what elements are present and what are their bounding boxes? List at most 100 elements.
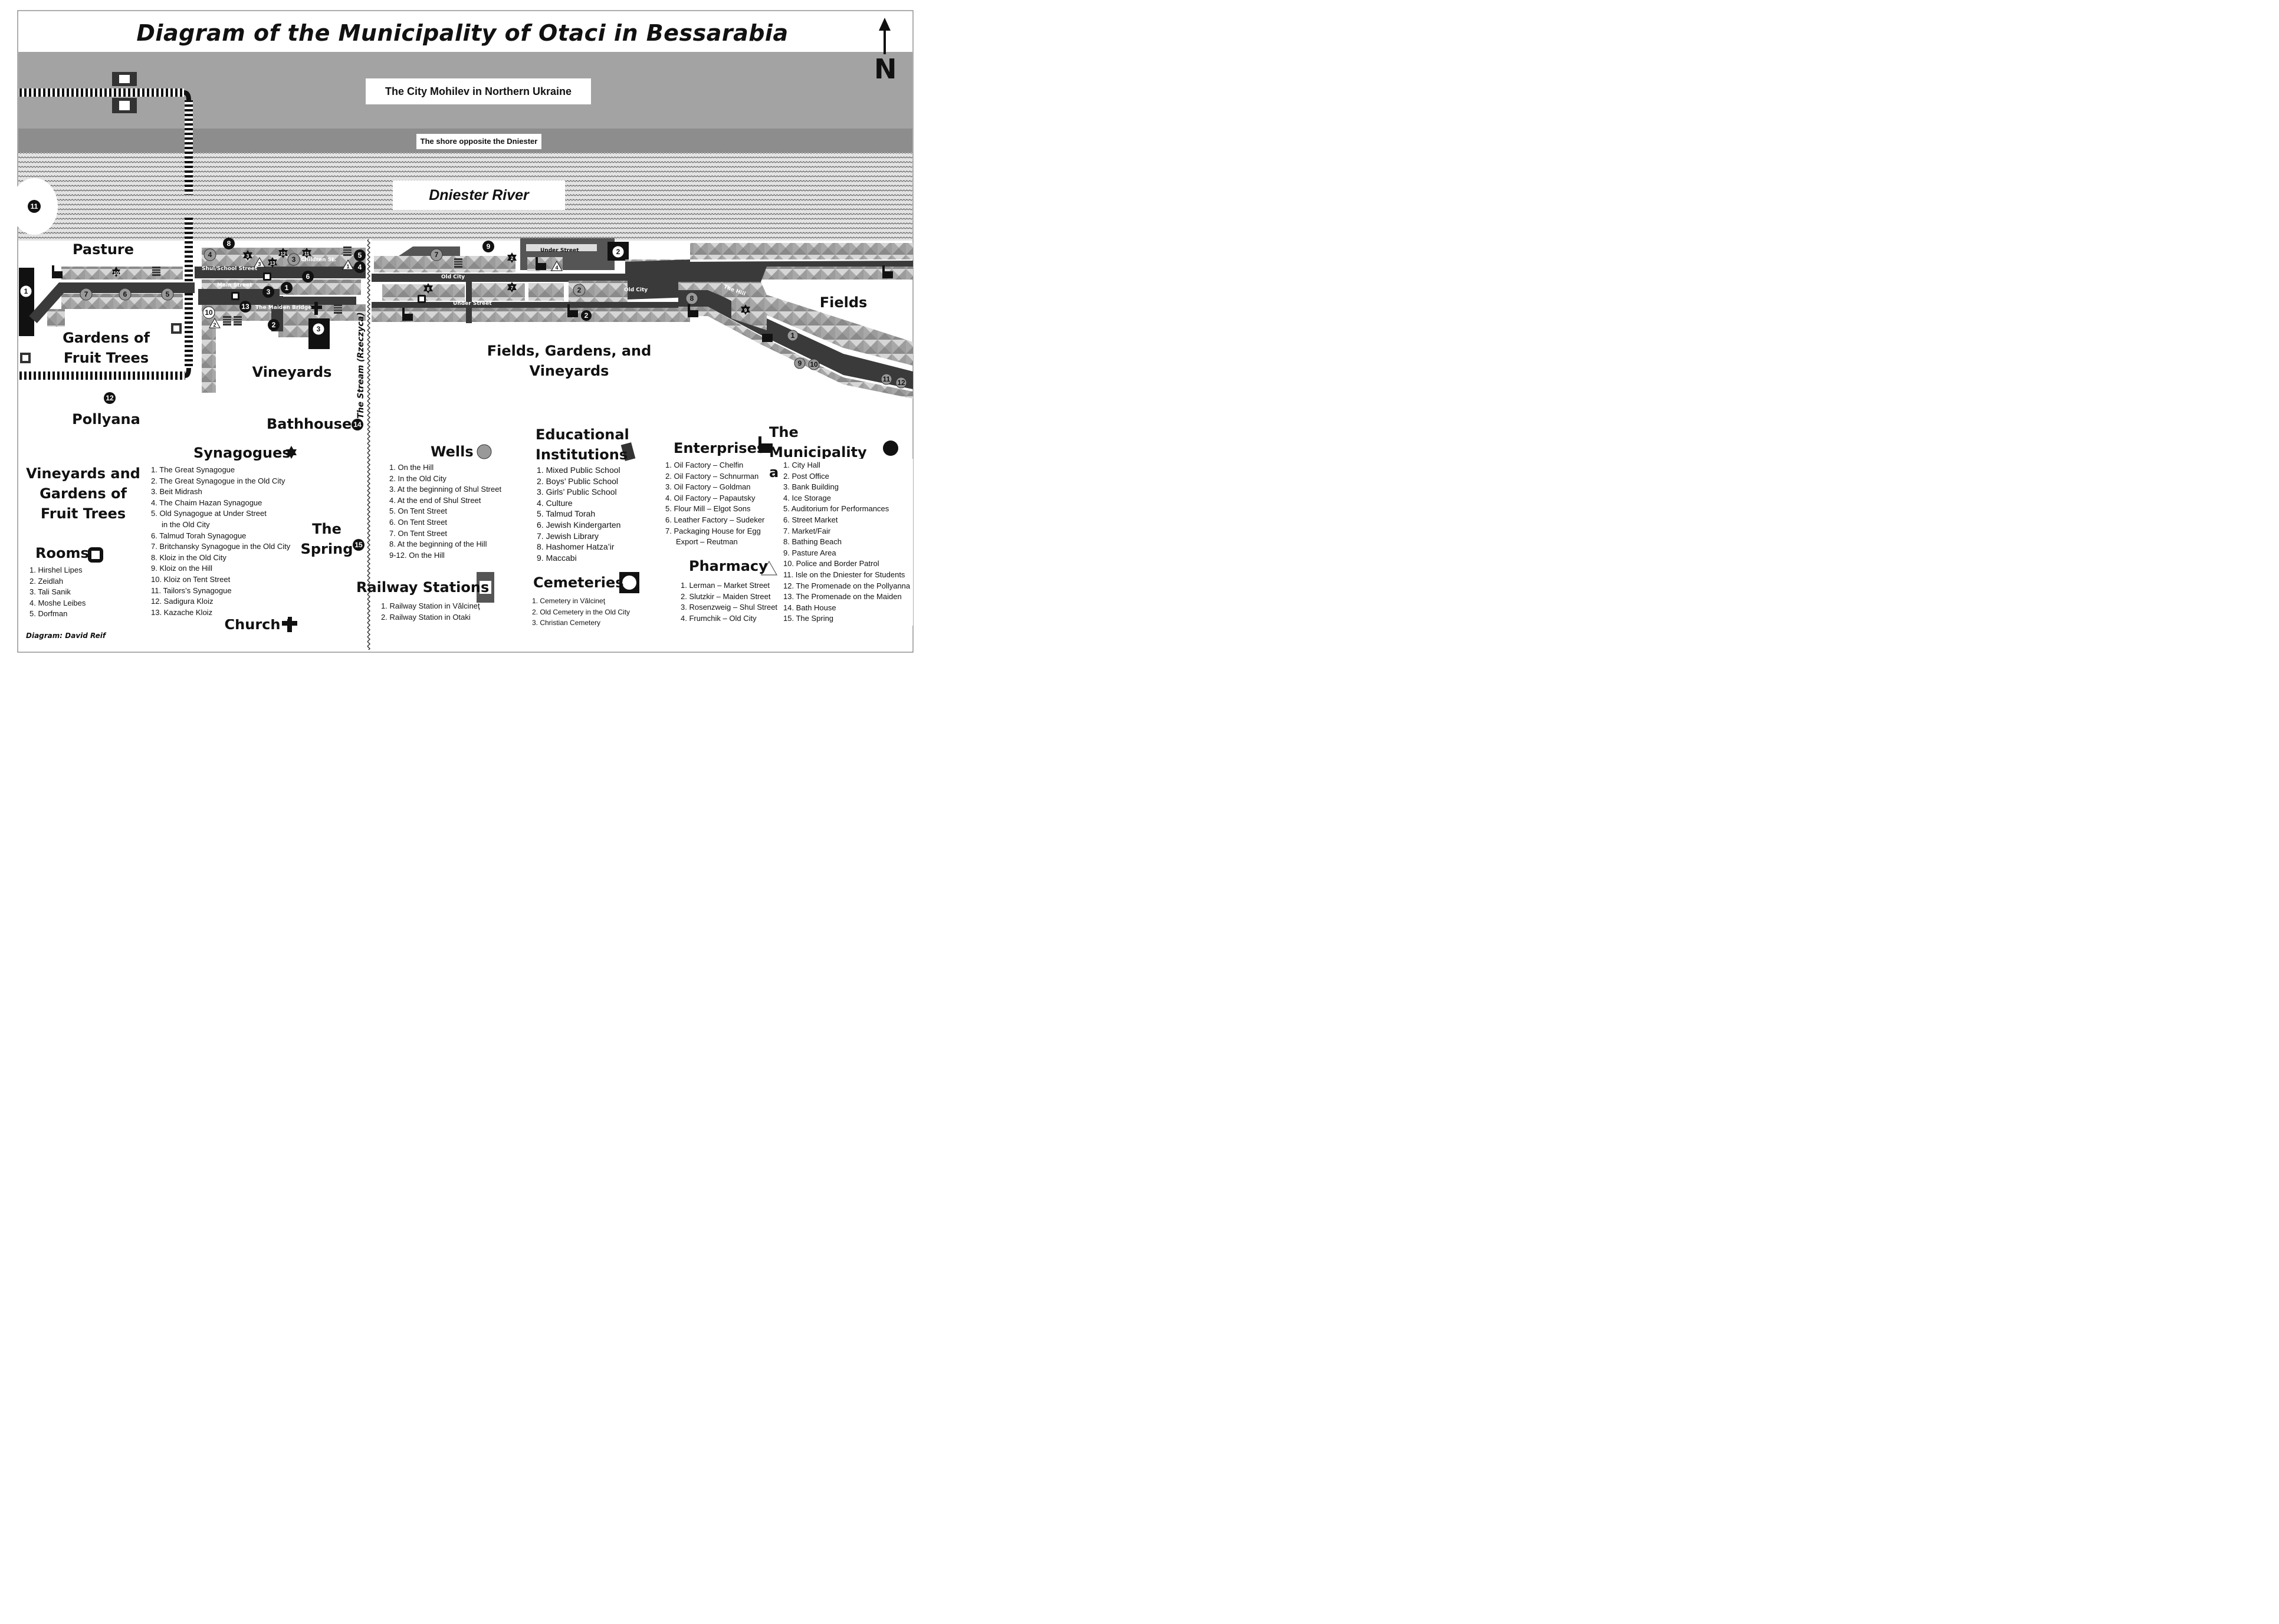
- well-marker-11: 11: [881, 373, 892, 385]
- rooms-list-item: 2. Zeidlah: [29, 576, 64, 586]
- street-label-under-2: Under Street: [540, 248, 579, 254]
- synagogue-marker-3: 3: [243, 250, 252, 261]
- synagogues-list-item: 5. Old Synagogue at Under Street: [151, 509, 267, 518]
- synagogues-list-item: 2. The Great Synagogue in the Old City: [151, 476, 285, 485]
- pharmacy-list-item: 2. Slutzkir – Maiden Street: [681, 591, 771, 601]
- synagogues-list-item: 8. Kloiz in the Old City: [151, 553, 226, 562]
- education-list-item: 1. Mixed Public School: [537, 465, 620, 475]
- svg-text:12: 12: [281, 251, 286, 257]
- synagogue-marker-2: 2: [507, 252, 517, 263]
- railway-list-item: 2. Railway Station in Otaki: [381, 612, 471, 622]
- municipality-list-item: 2. Post Office: [783, 471, 829, 481]
- education-list-item: 5. Talmud Torah: [537, 509, 596, 519]
- north-arrow-icon: [879, 18, 891, 54]
- vineyards-label: Vineyards: [252, 364, 332, 380]
- svg-text:4: 4: [555, 265, 558, 271]
- synagogue-marker-10: 10: [112, 267, 120, 277]
- municipality-list-item: 1. City Hall: [783, 461, 820, 469]
- municipality-list-item: 13. The Promenade on the Maiden: [783, 592, 902, 601]
- railway-bottom: [19, 372, 185, 380]
- svg-text:2: 2: [577, 286, 582, 294]
- municipality-marker-1b: 1: [281, 282, 293, 294]
- municipality-marker-12: 12: [104, 392, 116, 404]
- svg-text:3: 3: [258, 261, 261, 267]
- municipality-marker-3b: 3: [312, 323, 325, 336]
- municipality-marker-2c: 2: [581, 310, 592, 321]
- education-list-item: 6. Jewish Kindergarten: [537, 520, 621, 530]
- legend-church-icon: [282, 617, 297, 632]
- svg-text:5: 5: [166, 290, 170, 298]
- svg-text:2: 2: [511, 256, 514, 261]
- north-label: N: [874, 53, 897, 85]
- city-hall-block: [19, 268, 34, 336]
- municipality-marker-5: 5: [354, 249, 366, 261]
- synagogues-list-item: 7. Britchansky Synagogue in the Old City: [151, 542, 291, 551]
- municipality-list-item: 5. Auditorium for Performances: [783, 504, 889, 514]
- well-marker-9: 9: [794, 357, 806, 369]
- education-marker-4: [454, 258, 462, 268]
- svg-text:1: 1: [285, 284, 289, 292]
- enterprise-marker-3: [567, 304, 578, 317]
- svg-text:5: 5: [358, 251, 362, 259]
- education-heading: Educational Institutions: [536, 426, 629, 463]
- municipality-marker-8: 8: [223, 238, 235, 249]
- svg-text:4: 4: [358, 263, 362, 271]
- synagogues-list-item: 4. The Chaim Hazan Synagogue: [151, 498, 262, 507]
- enterprise-marker-9: [762, 334, 773, 342]
- enterprises-list-item: 1. Oil Factory – Chelfin: [665, 461, 744, 469]
- wells-list-item: 1. On the Hill: [389, 463, 434, 472]
- synagogues-list-item: 9. Kloiz on the Hill: [151, 564, 213, 573]
- svg-text:10: 10: [114, 271, 119, 276]
- gardens-fruit-label: Gardens of Fruit Trees: [63, 330, 150, 366]
- synagogues-heading: Synagogues: [193, 445, 291, 461]
- enterprise-marker-6: [536, 257, 546, 270]
- room-marker-1b: [20, 353, 31, 363]
- cemeteries-heading: Cemeteries: [533, 574, 624, 591]
- svg-text:2: 2: [272, 321, 276, 329]
- education-list-item: 3. Girls’ Public School: [537, 487, 617, 497]
- stream-line: [366, 239, 372, 650]
- enterprises-list-item: Export – Reutman: [676, 537, 738, 547]
- map-title: Diagram of the Municipality of Otaci in …: [136, 20, 789, 46]
- well-marker-6: 6: [119, 288, 132, 301]
- pharmacy-list-item: 4. Frumchik – Old City: [681, 613, 757, 623]
- old-city-street: [372, 274, 631, 282]
- education-marker-9: [334, 304, 342, 314]
- synagogues-list-item: 10. Kloiz on Tent Street: [151, 574, 231, 584]
- room-marker-2: [171, 323, 182, 334]
- rooms-list-item: 3. Tali Sanik: [29, 587, 71, 597]
- enterprises-list-item: 3. Oil Factory – Goldman: [665, 482, 751, 492]
- pharmacy-marker-2: 2: [209, 317, 221, 328]
- enterprise-marker-2: [402, 308, 413, 321]
- municipality-list-item: 7. Market/Fair: [783, 526, 831, 535]
- synagogues-list-item: 1. The Great Synagogue: [151, 465, 235, 474]
- municipality-list-item: 14. Bath House: [783, 603, 836, 612]
- svg-text:9: 9: [487, 242, 491, 251]
- svg-text:2: 2: [584, 311, 589, 320]
- cemeteries-list-item: 1. Cemetery in Vălcineţ: [532, 597, 606, 605]
- svg-text:8: 8: [427, 287, 430, 292]
- education-marker-6: [234, 316, 242, 326]
- well-marker-4: 4: [203, 248, 216, 261]
- municipality-marker-3: 3: [262, 286, 274, 298]
- well-marker-2: 2: [573, 284, 586, 297]
- mohilev-label: The City Mohilev in Northern Ukraine: [366, 78, 591, 104]
- rooms-heading: Rooms: [35, 545, 89, 561]
- municipality-list-item: 11. Isle on the Dniester for Students: [783, 570, 905, 579]
- education-marker-7: [223, 316, 231, 326]
- pharmacy-marker-1: 1: [342, 259, 354, 270]
- vineyards-gardens-label: Vineyards and Gardens of Fruit Trees: [26, 465, 140, 522]
- wells-list-item: 2. In the Old City: [389, 474, 446, 483]
- fields-gardens-label: Fields, Gardens, and Vineyards: [487, 343, 652, 379]
- enterprises-list-item: 4. Oil Factory – Papautsky: [665, 493, 756, 502]
- municipality-marker-9: 9: [482, 241, 494, 252]
- railway-upper: [185, 100, 193, 195]
- legend-books-icon: [620, 442, 636, 461]
- synagogue-marker-11: 11: [302, 248, 311, 258]
- well-marker-3: 3: [287, 253, 300, 266]
- wells-list-item: 7. On Tent Street: [389, 528, 448, 538]
